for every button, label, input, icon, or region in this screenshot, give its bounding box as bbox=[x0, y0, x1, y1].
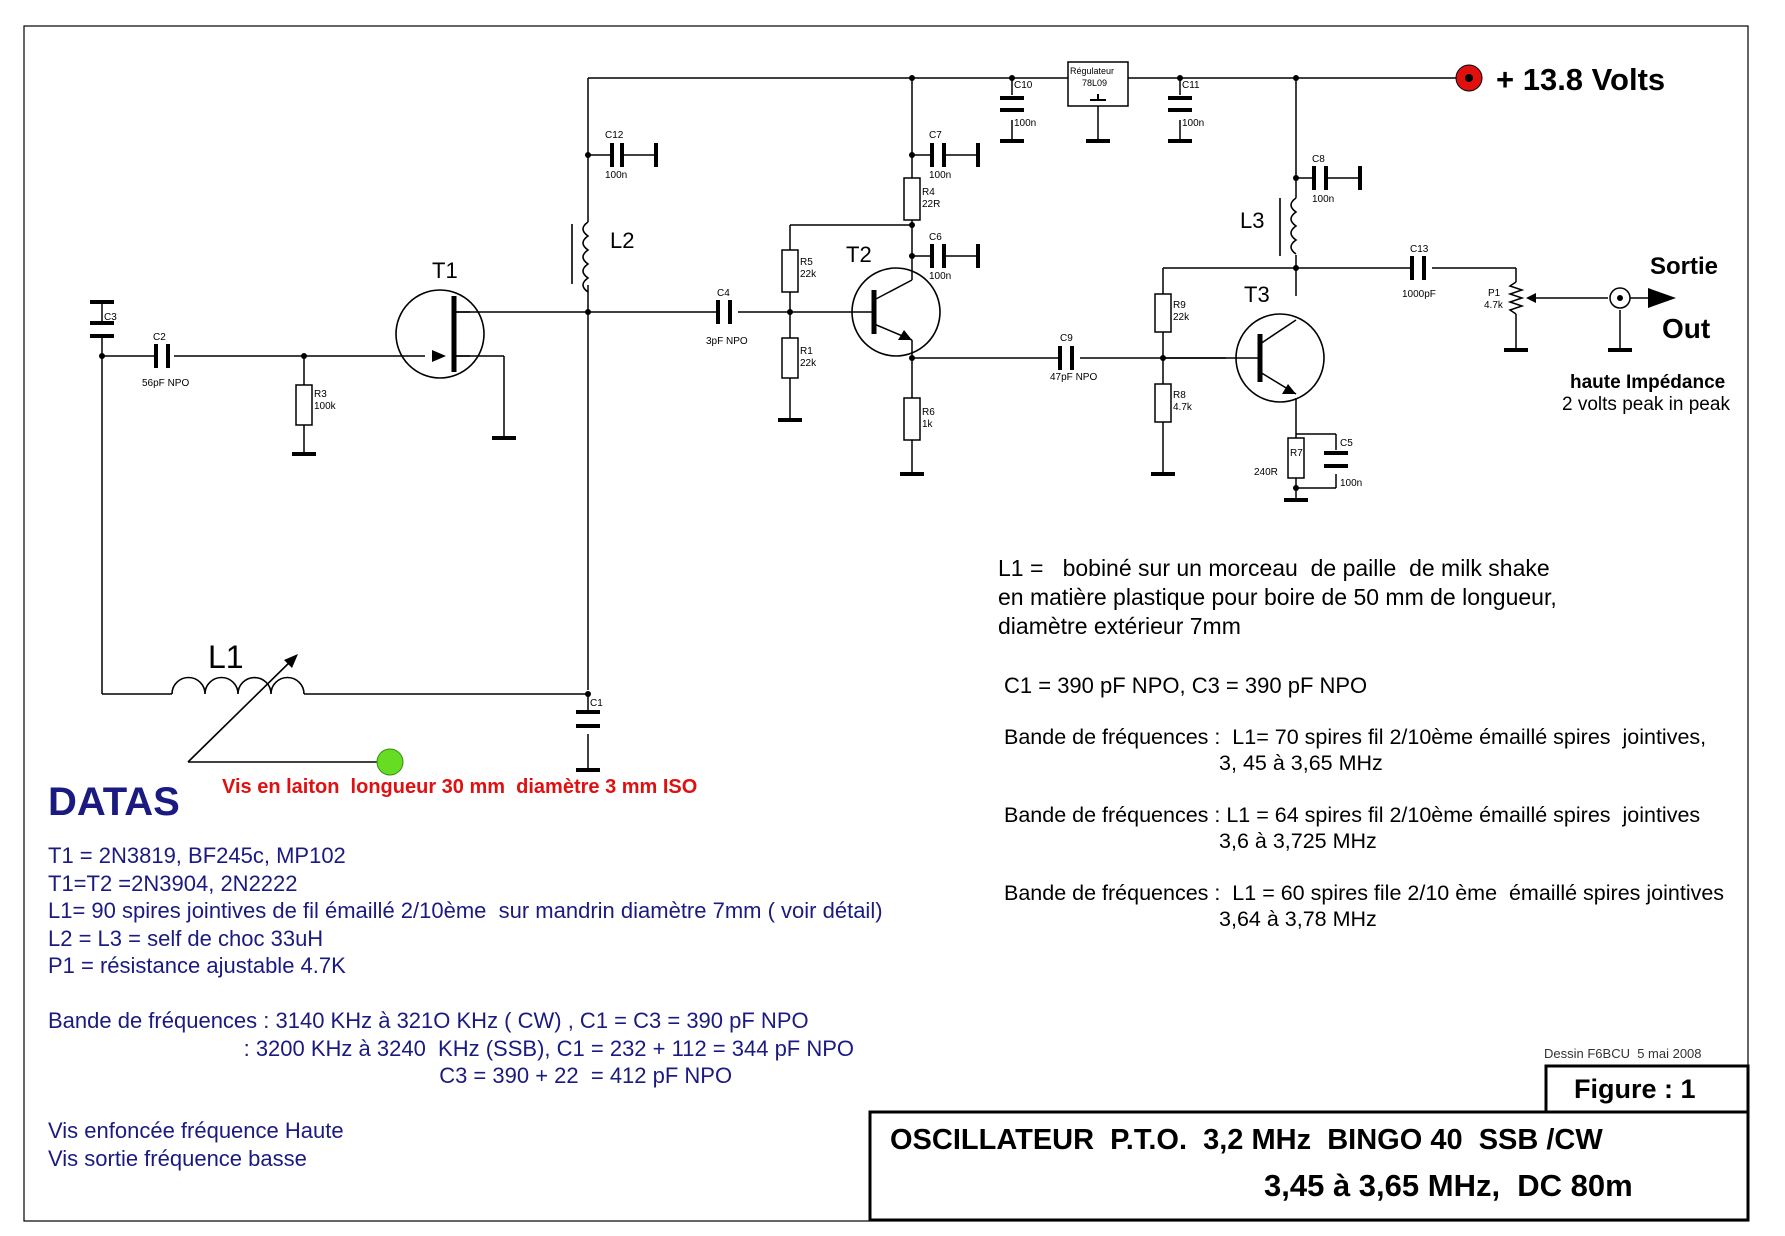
figure-label: Figure : 1 bbox=[1574, 1074, 1696, 1104]
svg-text:3pF NPO: 3pF NPO bbox=[706, 336, 748, 347]
p1-resistor bbox=[1507, 281, 1525, 315]
output-connector bbox=[1609, 287, 1676, 309]
svg-text:C5: C5 bbox=[1340, 438, 1353, 449]
t3-transistor bbox=[1235, 313, 1325, 403]
title-box bbox=[868, 1110, 1750, 1222]
sortie-label: Sortie bbox=[1650, 253, 1718, 280]
svg-text:22k: 22k bbox=[800, 269, 817, 280]
svg-text:R1: R1 bbox=[800, 346, 813, 357]
credit: Dessin F6BCU 5 mai 2008 bbox=[1544, 1046, 1702, 1061]
band-3: Bande de fréquences : L1 = 60 spires fil… bbox=[1004, 881, 1725, 931]
svg-text:22k: 22k bbox=[800, 358, 817, 369]
svg-text:100n: 100n bbox=[605, 170, 627, 181]
svg-text:C4: C4 bbox=[717, 288, 730, 299]
datas-body: T1 = 2N3819, BF245c, MP102 T1=T2 =2N3904… bbox=[48, 843, 883, 1171]
datas-title: DATAS bbox=[48, 780, 180, 824]
svg-text:C13: C13 bbox=[1410, 244, 1429, 255]
peak-label: 2 volts peak in peak bbox=[1562, 394, 1730, 415]
cap-stubs bbox=[101, 154, 1360, 356]
supply-label: + 13.8 Volts bbox=[1496, 62, 1665, 97]
t2-label: T2 bbox=[846, 242, 872, 267]
chokes bbox=[571, 197, 1298, 293]
svg-text:100n: 100n bbox=[929, 271, 951, 282]
l1-label: L1 bbox=[208, 639, 244, 675]
svg-text:4.7k: 4.7k bbox=[1484, 300, 1504, 311]
svg-text:R6: R6 bbox=[922, 407, 935, 418]
l1-description: L1 = bobiné sur un morceau de paille de … bbox=[998, 555, 1557, 639]
svg-text:100k: 100k bbox=[314, 401, 337, 412]
wiring bbox=[101, 77, 1621, 770]
out-label: Out bbox=[1662, 313, 1710, 344]
svg-text:C7: C7 bbox=[929, 130, 942, 141]
svg-text:P1: P1 bbox=[1488, 288, 1501, 299]
svg-text:C3: C3 bbox=[104, 312, 117, 323]
svg-text:R7: R7 bbox=[1290, 448, 1303, 459]
svg-text:100n: 100n bbox=[1340, 478, 1362, 489]
t2-transistor bbox=[851, 267, 941, 357]
svg-text:56pF NPO: 56pF NPO bbox=[142, 378, 189, 389]
screw-note: Vis en laiton longueur 30 mm diamètre 3 … bbox=[222, 776, 698, 798]
svg-text:C11: C11 bbox=[1182, 80, 1200, 91]
l1-inductor bbox=[171, 655, 380, 763]
t3-label: T3 bbox=[1244, 282, 1270, 307]
svg-text:C10: C10 bbox=[1014, 80, 1033, 91]
svg-text:C2: C2 bbox=[153, 332, 166, 343]
band-2: Bande de fréquences : L1 = 64 spires fil… bbox=[1004, 803, 1701, 853]
svg-text:78L09: 78L09 bbox=[1082, 78, 1107, 88]
svg-text:R3: R3 bbox=[314, 389, 327, 400]
svg-text:1000pF: 1000pF bbox=[1402, 289, 1436, 300]
p1-wiper-arrow bbox=[1526, 293, 1536, 303]
svg-text:R4: R4 bbox=[922, 187, 935, 198]
component-labels: C12 100n C2 56pF NPO C3 R3 100k C4 3pF N… bbox=[104, 66, 1504, 709]
svg-text:22R: 22R bbox=[922, 199, 940, 210]
svg-text:R5: R5 bbox=[800, 257, 813, 268]
svg-text:R8: R8 bbox=[1173, 390, 1186, 401]
svg-text:47pF NPO: 47pF NPO bbox=[1050, 372, 1097, 383]
svg-text:C8: C8 bbox=[1312, 154, 1325, 165]
svg-text:100n: 100n bbox=[1312, 194, 1334, 205]
l2-label: L2 bbox=[610, 228, 634, 253]
svg-text:C1: C1 bbox=[590, 698, 603, 709]
svg-text:22k: 22k bbox=[1173, 312, 1190, 323]
ground-symbols bbox=[90, 139, 1632, 772]
resistors bbox=[295, 177, 1305, 479]
c1-c3-values: C1 = 390 pF NPO, C3 = 390 pF NPO bbox=[1004, 673, 1368, 698]
t1-jfet bbox=[395, 289, 485, 379]
svg-text:100n: 100n bbox=[1182, 118, 1204, 129]
title-line-1: OSCILLATEUR P.T.O. 3,2 MHz BINGO 40 SSB … bbox=[890, 1124, 1603, 1156]
svg-text:R9: R9 bbox=[1173, 300, 1186, 311]
screw-terminal bbox=[376, 748, 404, 776]
svg-text:100n: 100n bbox=[1014, 118, 1036, 129]
svg-text:C9: C9 bbox=[1060, 333, 1073, 344]
t1-label: T1 bbox=[432, 258, 458, 283]
svg-text:C12: C12 bbox=[605, 130, 624, 141]
title-line-2: 3,45 à 3,65 MHz, DC 80m bbox=[1264, 1168, 1633, 1203]
junctions bbox=[99, 75, 1299, 697]
band-1: Bande de fréquences : L1= 70 spires fil … bbox=[1004, 725, 1707, 775]
svg-text:C6: C6 bbox=[929, 232, 942, 243]
l3-label: L3 bbox=[1240, 208, 1264, 233]
svg-text:Régulateur: Régulateur bbox=[1070, 66, 1114, 76]
impedance-label: haute Impédance bbox=[1570, 372, 1725, 393]
svg-text:1k: 1k bbox=[922, 419, 934, 430]
l1-arrow bbox=[284, 654, 298, 668]
svg-text:240R: 240R bbox=[1254, 467, 1278, 478]
svg-text:4.7k: 4.7k bbox=[1173, 402, 1193, 413]
svg-text:100n: 100n bbox=[929, 170, 951, 181]
